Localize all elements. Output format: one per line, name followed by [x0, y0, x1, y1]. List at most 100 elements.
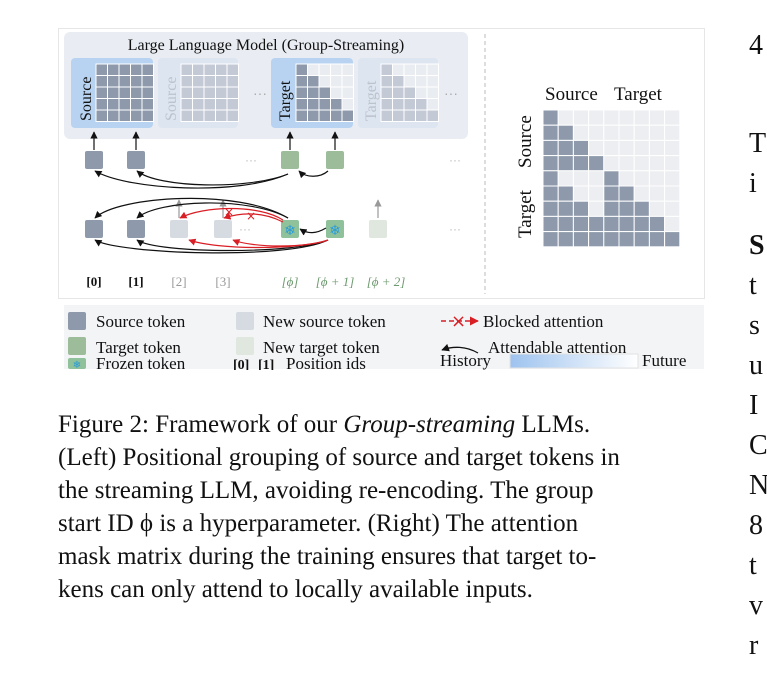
- caption-line-4: start ID ϕ is a hyperparameter. (Right) …: [58, 510, 579, 537]
- block-cell: [118, 98, 131, 111]
- block-cell: [380, 98, 393, 111]
- block-cell: [295, 75, 308, 88]
- legend-frozen-token: Frozen token: [96, 354, 186, 370]
- block-cell: [426, 86, 439, 99]
- block-cell: [130, 86, 143, 99]
- block-cell: [118, 109, 131, 122]
- block-cell: [192, 109, 205, 122]
- edge-text-7: I: [749, 390, 759, 421]
- mask-cell: [664, 124, 681, 141]
- block-cell: [215, 75, 228, 88]
- svg-text:···: ···: [245, 153, 257, 167]
- edge-text-3: S: [749, 230, 765, 261]
- block-cell: [192, 98, 205, 111]
- mask-cell: [588, 215, 605, 233]
- block-cell: [118, 63, 131, 76]
- mask-cell: [618, 124, 635, 141]
- block-cell: [307, 86, 320, 99]
- mask-cell: [588, 109, 605, 126]
- block-cell: [215, 98, 228, 111]
- block-cell: [307, 75, 320, 88]
- mask-cell: [542, 200, 559, 217]
- mask-cell: [603, 155, 620, 172]
- block-cell: [180, 98, 193, 111]
- edge-text-5: s: [749, 310, 760, 341]
- block-cell: [318, 75, 331, 88]
- mask-cell: [542, 170, 559, 187]
- legend-blocked-attention: Blocked attention: [483, 312, 604, 331]
- mask-cell: [603, 139, 620, 157]
- frozen-icon: ❄: [329, 223, 341, 239]
- block-cell: [295, 63, 308, 76]
- block-cell: [118, 86, 131, 99]
- mask-cell: [588, 155, 605, 172]
- block-cell: [415, 109, 428, 122]
- attendable-attention-icon: [441, 343, 479, 354]
- block-cell: [403, 75, 416, 88]
- block-cell: [318, 86, 331, 99]
- block-cell: [307, 63, 320, 76]
- mask-cell: [664, 170, 681, 187]
- block-cell: [118, 75, 131, 88]
- block-cell: [415, 98, 428, 111]
- block-cell: [226, 98, 239, 111]
- block-cell: [341, 63, 354, 76]
- block-cell: [318, 98, 331, 111]
- block-cell: [95, 86, 108, 99]
- position-id-phi: [ϕ]: [282, 274, 299, 289]
- edge-text-8: C: [749, 430, 767, 461]
- block-cell: [130, 75, 143, 88]
- position-id-phi-plus-2: [ϕ + 2]: [367, 274, 406, 289]
- mask-cell: [664, 231, 681, 248]
- row1-source-token-1: [127, 151, 145, 169]
- block-cell: [392, 98, 405, 111]
- mask-cell: [542, 231, 559, 248]
- mask-cell: [648, 215, 666, 233]
- source-faded-grid: [180, 63, 239, 122]
- block-cell: [426, 98, 439, 111]
- mask-cell: [664, 155, 681, 172]
- mask-cell: [618, 155, 635, 172]
- llm-title: Large Language Model (Group-Streaming): [128, 37, 405, 54]
- source-faded-label: Source: [163, 77, 180, 121]
- block-cell: [330, 75, 343, 88]
- edge-text-4: t: [749, 270, 757, 301]
- row2-new-target-token: [369, 220, 387, 238]
- edge-text-13: r: [749, 630, 759, 661]
- row2-source-token-1: [127, 220, 145, 238]
- blocked-attention-icon: ×: [451, 311, 466, 332]
- mask-cell: [618, 215, 635, 233]
- block-cell: [215, 63, 228, 76]
- mask-cell: [572, 124, 590, 141]
- block-cell: [107, 75, 120, 88]
- legend-history: History: [440, 351, 492, 370]
- target-faded-label: Target: [363, 80, 380, 121]
- mask-cell: [572, 170, 590, 187]
- mask-cell: [603, 109, 620, 126]
- mask-cell: [664, 109, 681, 126]
- edge-text-1: T: [749, 128, 767, 159]
- mask-cell: [542, 215, 559, 233]
- block-cell: [426, 63, 439, 76]
- block-cell: [426, 109, 439, 122]
- block-cell: [203, 86, 216, 99]
- frozen-icon: ❄: [73, 360, 81, 370]
- block-cell: [180, 75, 193, 88]
- target-block-label: Target: [277, 80, 294, 121]
- block-cell: [330, 86, 343, 99]
- mask-cell: [618, 231, 635, 248]
- row2-frozen-token-0: [281, 220, 299, 238]
- frozen-icon: ❄: [284, 223, 296, 239]
- blocked-x-icon: ×: [246, 209, 256, 223]
- legend-new-source-swatch: [236, 312, 254, 330]
- mask-cell: [633, 170, 650, 187]
- framework-figure: Large Language Model (Group-Streaming) S…: [58, 28, 705, 370]
- block-cell: [226, 75, 239, 88]
- mask-cell: [542, 139, 559, 157]
- mask-cell: [664, 139, 681, 157]
- svg-text:···: ···: [239, 222, 251, 236]
- block-cell: [330, 109, 343, 122]
- edge-text-2: i: [749, 168, 757, 199]
- legend-attendable-attention: Attendable attention: [488, 338, 627, 357]
- block-cell: [403, 63, 416, 76]
